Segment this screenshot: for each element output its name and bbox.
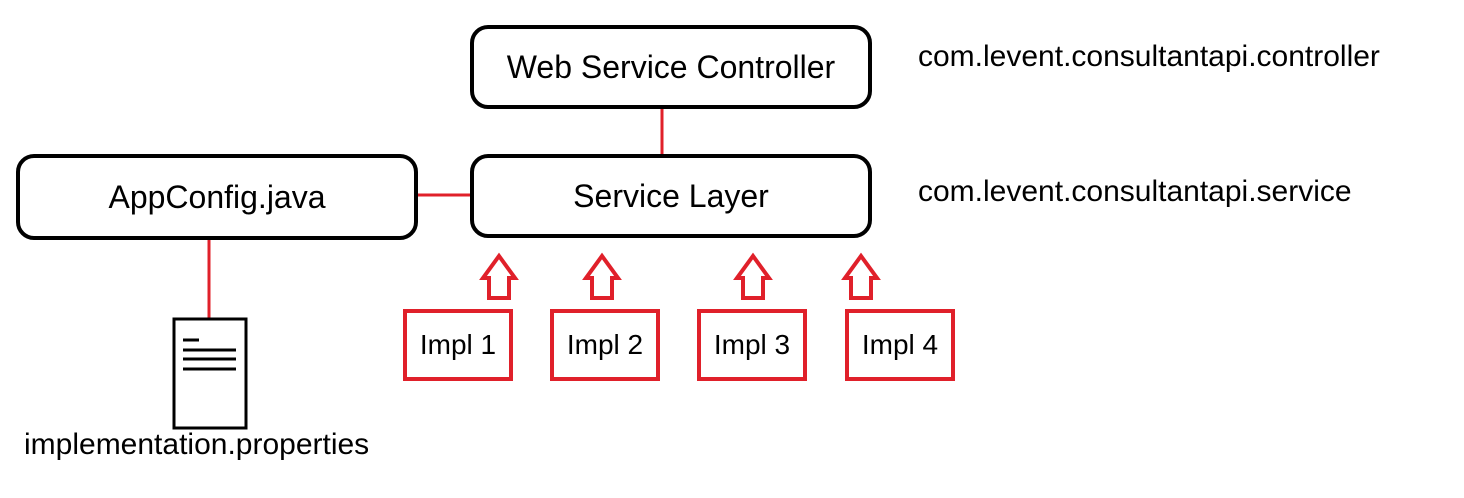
- impl-1-label: Impl 1: [419, 329, 497, 360]
- impl-3-box: Impl 3: [697, 309, 807, 381]
- service-layer-label: Service Layer: [573, 177, 769, 214]
- impl-4-label: Impl 4: [861, 329, 939, 360]
- impl-4-box: Impl 4: [845, 309, 955, 381]
- web-service-controller-box: Web Service Controller: [470, 25, 872, 109]
- impl-2-box: Impl 2: [550, 309, 660, 381]
- impl-3-arrow: [733, 252, 773, 300]
- service-package-label: com.levent.consultantapi.service: [918, 175, 1352, 208]
- impl-1-arrow: [479, 252, 519, 300]
- document-icon: [172, 317, 248, 430]
- properties-file-caption: implementation.properties: [24, 428, 370, 461]
- impl-1-box: Impl 1: [403, 309, 513, 381]
- impl-4-arrow: [841, 252, 881, 300]
- controller-package-label: com.levent.consultantapi.controller: [918, 40, 1380, 73]
- appconfig-box: AppConfig.java: [16, 154, 418, 240]
- service-layer-box: Service Layer: [470, 154, 872, 238]
- impl-2-label: Impl 2: [566, 329, 644, 360]
- impl-3-label: Impl 3: [713, 329, 791, 360]
- appconfig-label: AppConfig.java: [108, 178, 326, 215]
- impl-2-arrow: [582, 252, 622, 300]
- web-service-controller-label: Web Service Controller: [506, 48, 836, 85]
